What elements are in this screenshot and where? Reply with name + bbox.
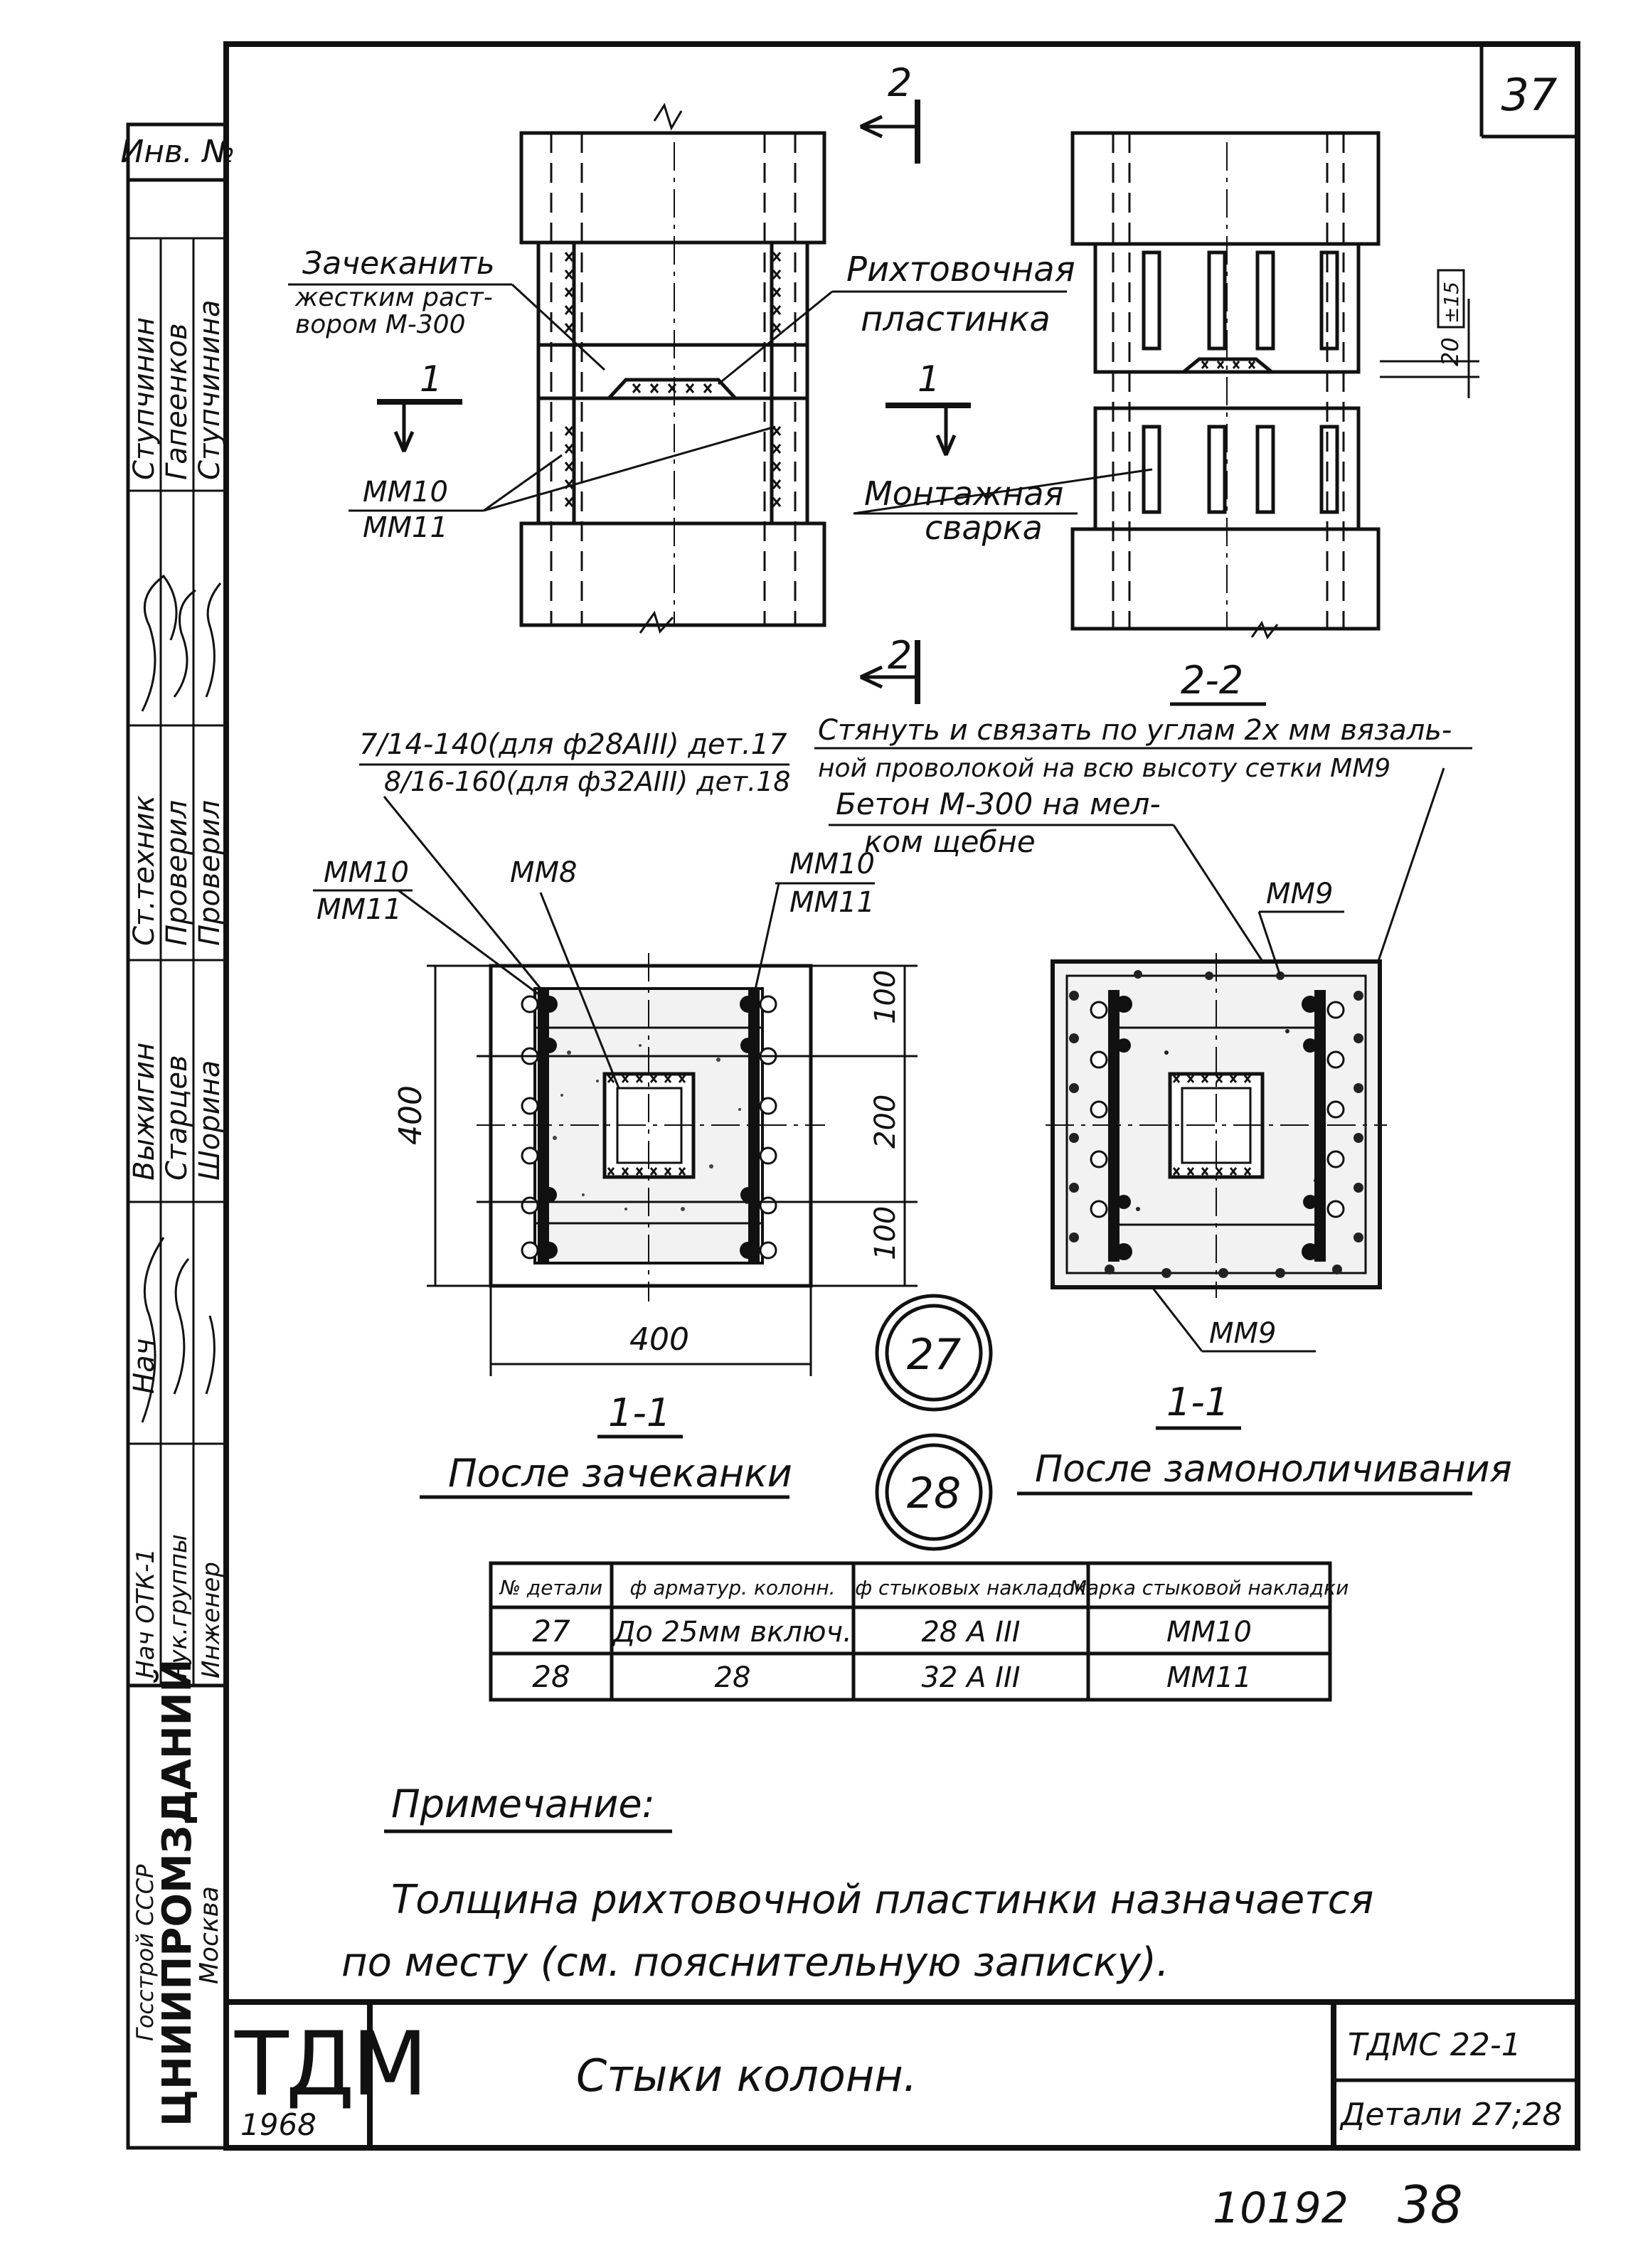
cut-marks-2: 2 2 [859,60,920,704]
table-cell: 32 А III [921,1661,1020,1694]
table-cell: ММ10 [1166,1616,1252,1649]
elevation-right: 20 ±15 2-2 [1070,131,1479,706]
stamp-role: Нач ОТК-1 [132,1548,160,1678]
stamp-role: Выжигин [128,1043,161,1181]
dim-400-vertical: 400 [393,1085,429,1145]
stamp-role: Ступчинин [128,317,161,480]
section-left: 400 400 100 200 100 ММ10 ММ11 ММ8 ММ10 М… [313,848,918,1499]
stamp-city: Москва [195,1886,224,1984]
label-right-mm11: ММ11 [789,886,875,919]
cut-mark-top: 2 [888,60,912,105]
logo-tdm: ТДМ [234,2013,425,2116]
section-title-2-2: 2-2 [1181,658,1243,703]
label-plate-2: пластинка [861,299,1051,339]
label-left-mm10: ММ10 [324,856,409,889]
dim-100-top: 100 [869,970,902,1024]
stamp-role: Инженер [197,1562,225,1678]
note-line-1: Толщина рихтовочной пластинки назначаетс… [391,1877,1373,1923]
detail-27: 27 [907,1330,961,1380]
table-cell: 28 А III [921,1616,1020,1649]
label-right-mm10: ММ10 [789,848,875,880]
sheet-subtitle: Детали 27;28 [1339,2097,1563,2133]
note-heading: Примечание: [391,1782,655,1826]
dim-20: 20 [1437,337,1464,366]
note-rebar-2: 8/16-160(для ф32АIII) дет.18 [384,766,790,797]
dim-200: 200 [869,1095,902,1149]
label-mm10: ММ10 [363,476,448,509]
elevation-left [519,102,826,634]
stamp-role: Гапеенков [161,323,193,480]
note-line-2: по месту (см. пояснительную записку). [341,1939,1169,1986]
stamp-role: Ст.техник [128,795,161,946]
archive-number: 10192 [1213,2183,1349,2233]
section-notes: 7/14-140(для ф28АIII) дет.17 8/16-160(дл… [359,714,1472,989]
label-caulk-3: вором М-300 [295,310,465,339]
detail-28: 28 [907,1469,961,1518]
table-cell: 27 [532,1614,570,1649]
section-right: ММ9 ММ9 1-1 После замоноличивания [1017,878,1512,1496]
title-block: ТДМ 1968 Стыки колонн. ТДМС 22-1 Детали … [226,1999,1578,2148]
dim-400-horizontal: 400 [629,1321,689,1358]
label-mm11: ММ11 [363,511,448,544]
stamp-role: Старцев [161,1055,193,1181]
table-header: Марка стыковой накладки [1070,1576,1349,1599]
dim-tolerance: ±15 [1440,282,1463,324]
sheet-number: 37 [1501,69,1558,121]
elevation-labels: Зачеканить жестким раст- вором М-300 Рих… [288,245,1153,547]
stamp-inv-label: Инв. № [120,134,235,170]
details-table: № детали ф арматур. колонн. ф стыковых н… [489,1561,1349,1702]
table-header: ф арматур. колонн. [629,1576,835,1599]
label-caulk-1: Зачеканить [302,245,495,282]
label-plate-1: Рихтовочная [846,250,1075,289]
stamp-role: Проверил [193,800,226,946]
section-left-title: 1-1 [608,1390,671,1435]
sheet-code: ТДМС 22-1 [1348,2027,1521,2063]
note-concrete-1: Бетон М-300 на мел- [836,787,1161,821]
section-mark-right: 1 [918,358,940,400]
stamp-org-small: Госстрой СССР [132,1864,159,2041]
section-right-title: 1-1 [1166,1380,1229,1425]
table-cell: До 25мм включ. [612,1616,852,1649]
note-concrete-2: ком щебне [864,824,1036,859]
note-tie-2: ной проволокой на всю высоту сетки ММ9 [818,754,1390,783]
detail-markers: 27 28 [875,1294,993,1551]
cut-marks-1: 1 1 [377,358,971,456]
note-rebar-1: 7/14-140(для ф28АIII) дет.17 [359,728,787,761]
cut-mark-bottom: 2 [888,633,912,678]
label-mm9-bottom: ММ9 [1209,1317,1276,1350]
stamp-role: Проверил [161,800,193,946]
label-caulk-2: жестким раст- [294,283,493,312]
section-right-caption: После замоноличивания [1035,1448,1512,1491]
note-block: Примечание: Толщина рихтовочной пластинк… [341,1782,1373,1986]
stamp-role: Рук.группы [164,1534,193,1678]
table-cell: 28 [715,1661,751,1694]
sheet-title: Стыки колонн. [576,2050,918,2102]
label-mm8: ММ8 [510,856,577,889]
logo-year: 1968 [240,2107,317,2142]
section-mark-left: 1 [420,358,442,400]
table-cell: 28 [532,1659,570,1694]
stamp-role: Шорина [193,1060,226,1181]
stamp-role: Ступчинина [193,300,226,481]
table-header: ф стыковых накладок [855,1576,1087,1599]
stamp-org: ЦНИИПРОМЗДАНИЙ [154,1659,201,2126]
label-weld-2: сварка [925,509,1043,547]
dim-100-bottom: 100 [869,1206,902,1260]
label-left-mm11: ММ11 [317,893,402,926]
note-tie-1: Стянуть и связать по углам 2х мм вязаль- [818,714,1452,747]
page-number: 38 [1398,2175,1463,2235]
section-left-caption: После зачеканки [448,1451,792,1496]
table-header: № детали [499,1576,602,1599]
table-cell: ММ11 [1166,1661,1252,1694]
stamp-strip: Инв. № Нач ОТК-1 Рук.группы Инженер Нач … [120,122,235,2150]
label-mm9-top: ММ9 [1266,878,1333,910]
